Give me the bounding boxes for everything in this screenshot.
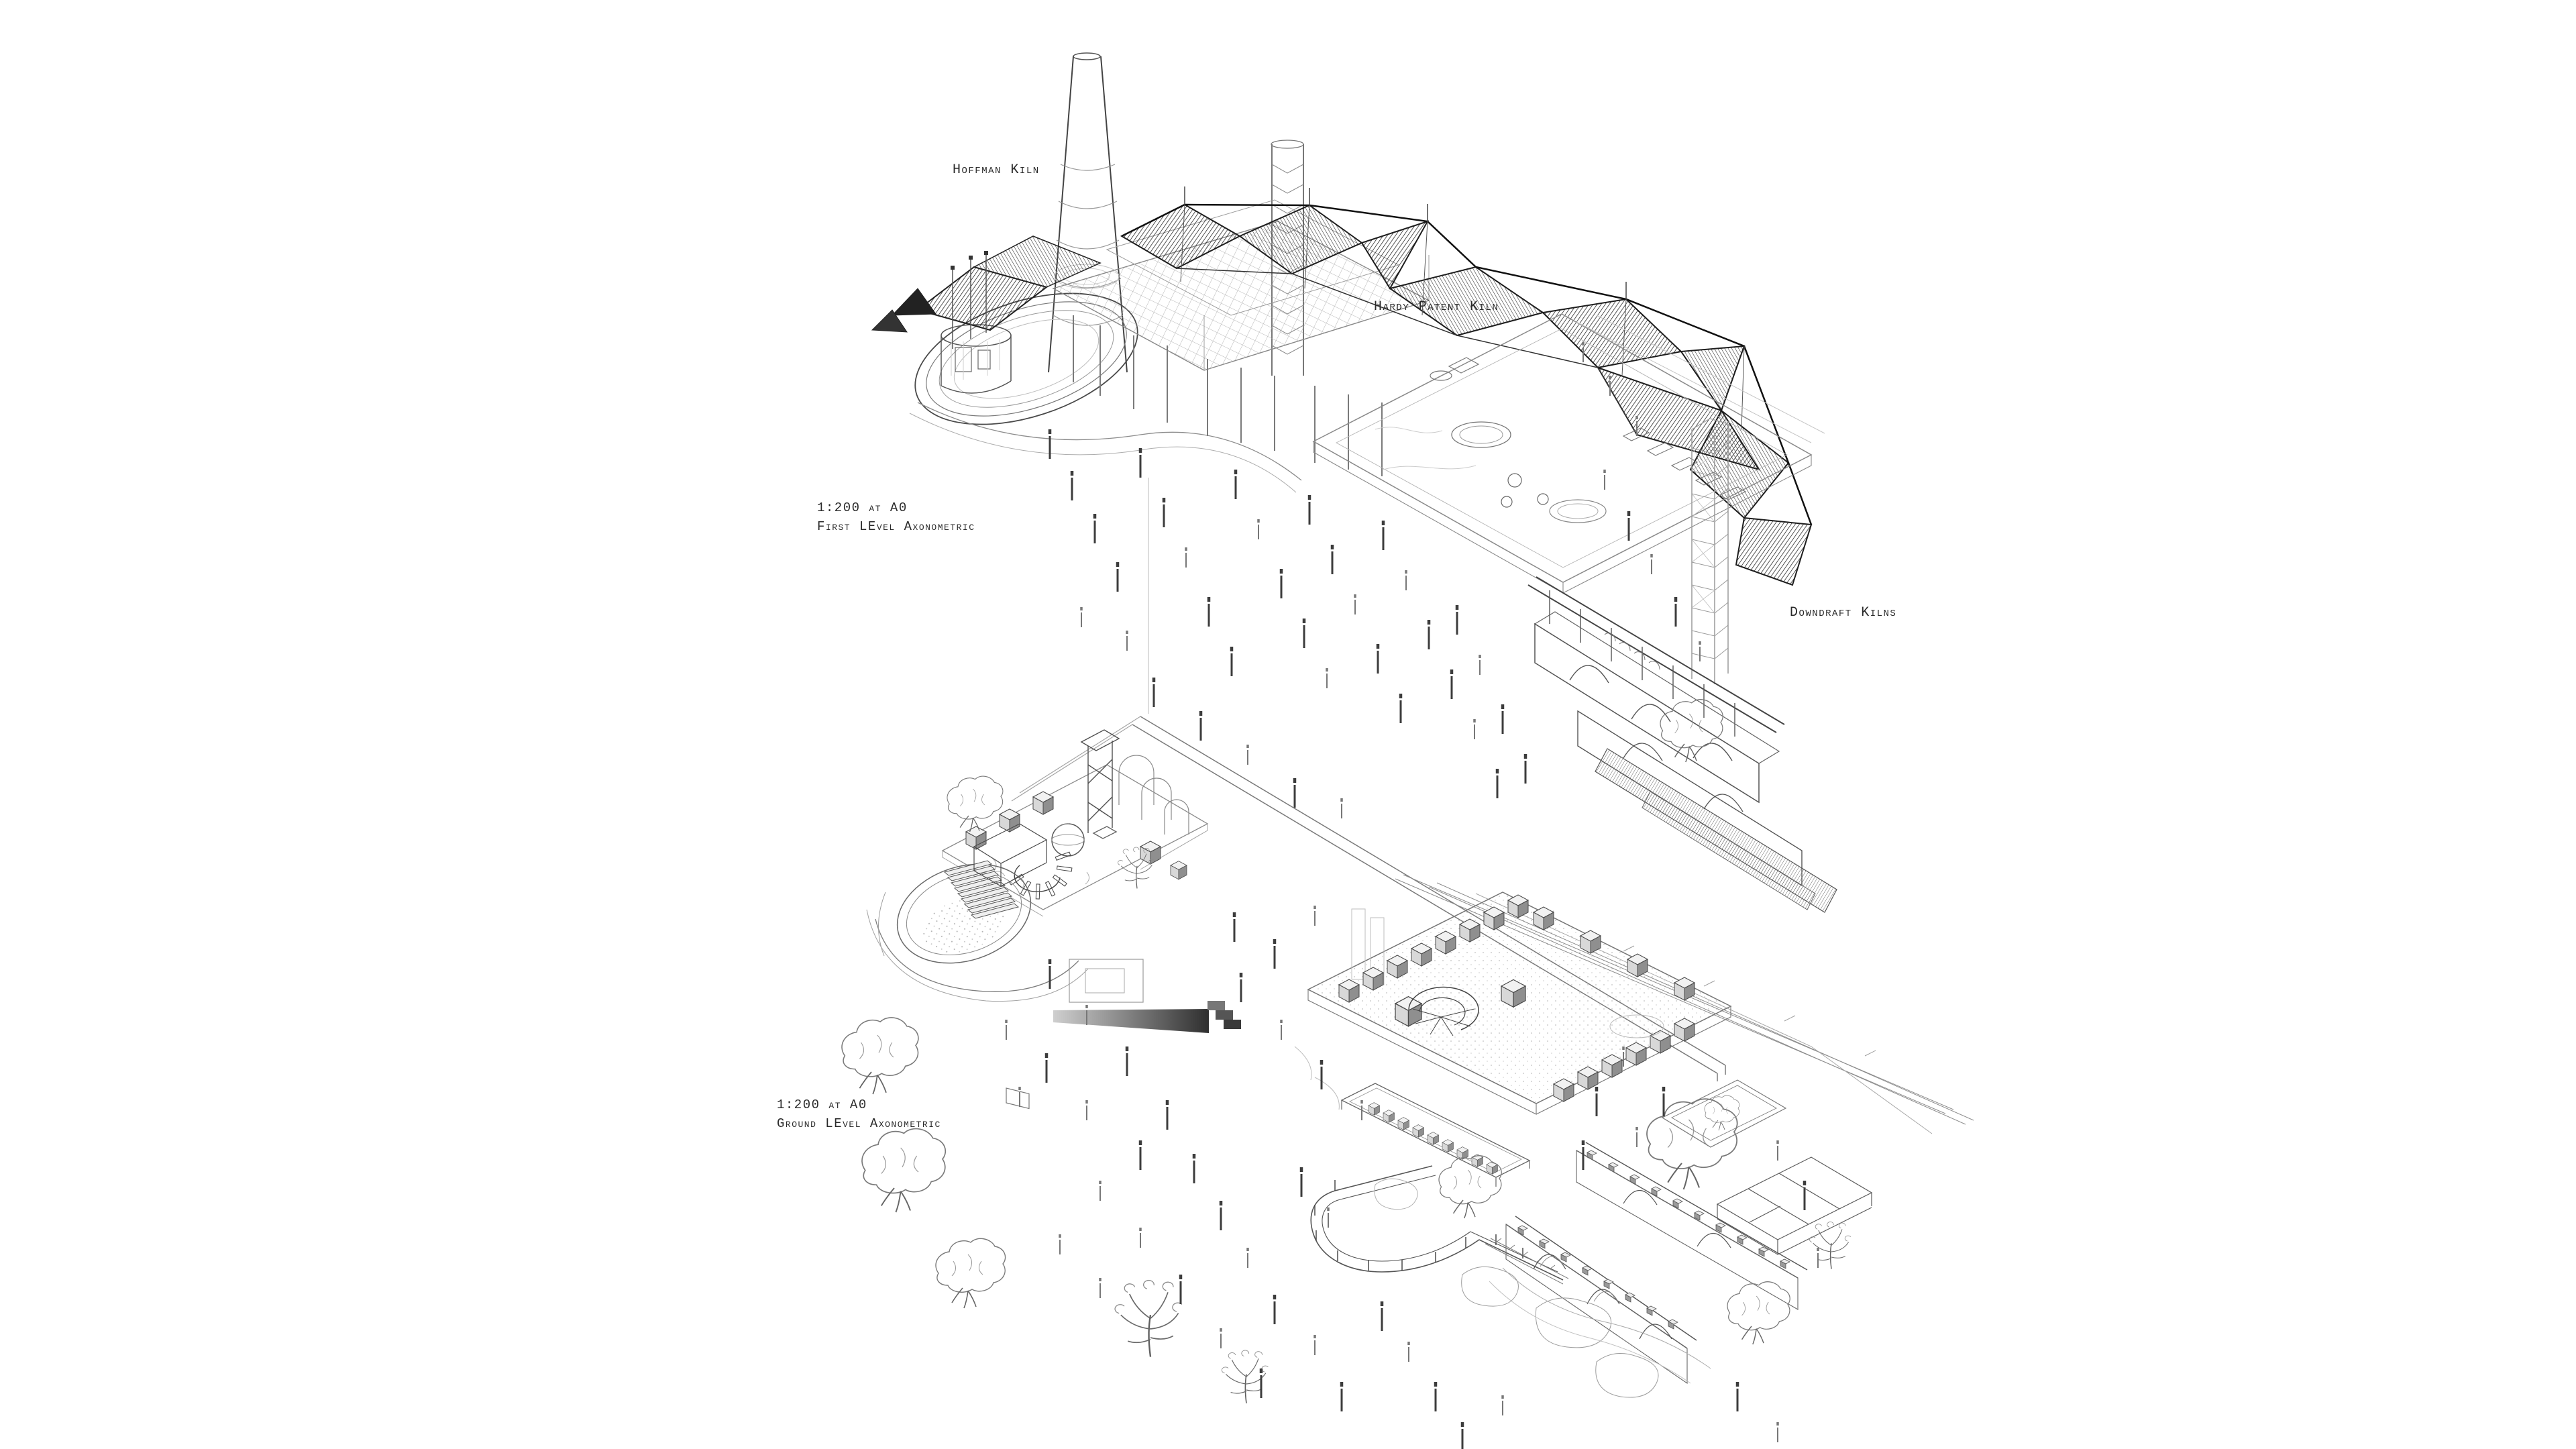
hoffman-kiln-drum — [941, 324, 1012, 394]
arched-kiln-wall-front — [1505, 1216, 1697, 1385]
storage-shed — [1340, 1083, 1531, 1187]
planter-bed — [1661, 1079, 1787, 1148]
label-downdraft-kilns: Downdraft Kilns — [1790, 605, 1896, 621]
vaulted-arches — [1118, 755, 1189, 835]
hairpin-walkway — [1310, 1165, 1569, 1285]
sphere-sculpture — [1051, 823, 1085, 857]
hardy-patent-kiln-deck — [1312, 313, 1825, 594]
roofless-rooms — [1716, 1157, 1873, 1255]
small-court — [1053, 959, 1241, 1033]
elevator-tower — [1080, 729, 1120, 839]
first-level-caption: 1:200 at A0 First LEvel Axonometric — [817, 500, 975, 534]
tree — [1646, 1098, 1738, 1191]
ground-level-title: Ground LEvel Axonometric — [777, 1116, 941, 1131]
tree — [1704, 1095, 1740, 1131]
ground-level-caption: 1:200 at A0 Ground LEvel Axonometric — [777, 1097, 941, 1131]
bench-box — [1170, 861, 1187, 880]
label-hoffman-kiln: Hoffman Kiln — [953, 162, 1040, 178]
retaining-wall-wedge — [1053, 1009, 1209, 1033]
label-hardy-patent-kiln: Hardy Patent Kiln — [1374, 299, 1499, 315]
bench-box — [1032, 791, 1054, 815]
hardy-kiln-court — [1307, 892, 1732, 1115]
hoffman-roof-canopy — [871, 235, 1102, 349]
seating-steps — [943, 860, 1020, 919]
tree — [1727, 1281, 1790, 1345]
ground-level-axonometric-drawing: 1:200 at A0 Ground LEvel Axonometric — [777, 716, 1974, 1449]
first-level-scale-note: 1:200 at A0 — [817, 500, 908, 515]
arched-kiln-wall-rear — [1576, 1142, 1808, 1310]
first-level-axonometric-drawing: Hoffman Kiln Hardy Patent Kiln Downdraft… — [817, 52, 1896, 913]
amphitheatre — [866, 823, 1089, 1110]
rocks-and-stream — [1294, 1046, 1711, 1398]
lattice-tower — [1691, 418, 1729, 684]
downdraft-kilns-ground — [1505, 1098, 1873, 1385]
planting-scribble — [992, 858, 1089, 889]
stage-pavilion — [973, 823, 1048, 1110]
tree — [1660, 698, 1723, 763]
ground-level-scale-note: 1:200 at A0 — [777, 1097, 867, 1112]
tree — [1809, 1221, 1851, 1270]
main-chimney — [1048, 52, 1128, 373]
downdraft-kilns-first-level — [1527, 576, 1837, 913]
column-ticks-first-level — [1050, 341, 1701, 820]
first-level-title: First LEvel Axonometric — [817, 519, 975, 534]
spiral-stair-court — [1408, 986, 1479, 1036]
